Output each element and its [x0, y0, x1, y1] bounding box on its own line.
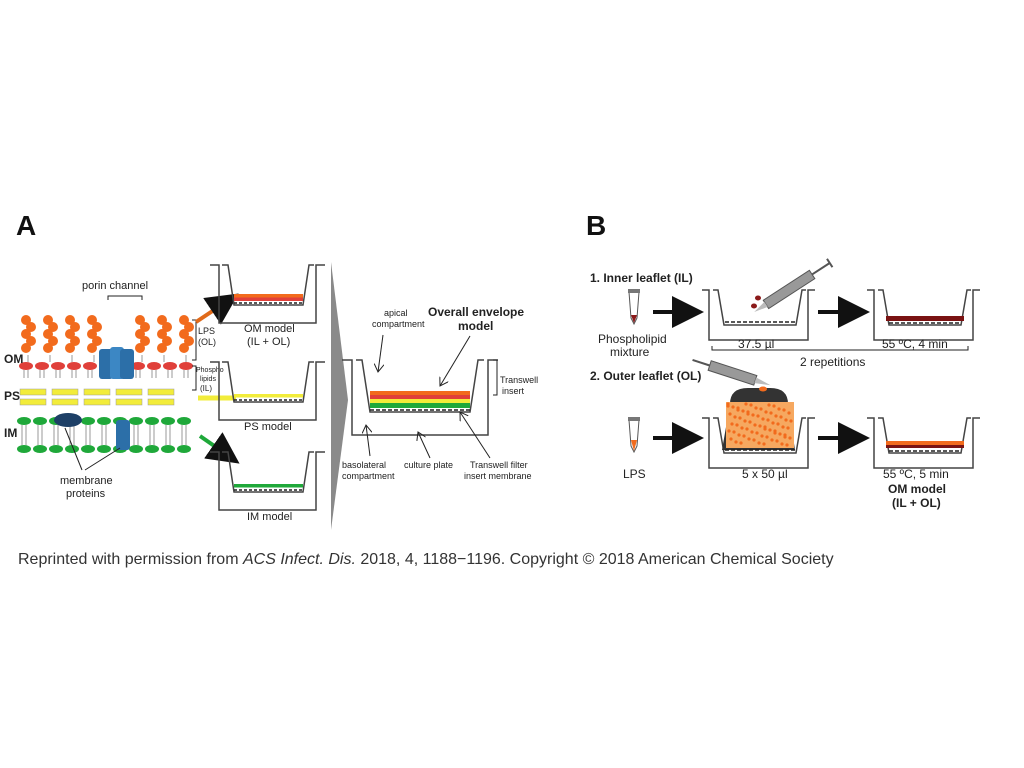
lps-label-1: LPS — [198, 326, 215, 336]
transwell-label-1: Transwell — [500, 375, 538, 385]
om-model-label-2: (IL + OL) — [247, 336, 290, 348]
step2-label: 2. Outer leaflet (OL) — [590, 369, 701, 383]
condition-1: 55 ºC, 4 min — [882, 337, 948, 351]
volume-2: 5 x 50 µl — [742, 467, 788, 481]
im-phospholipid-heads — [17, 417, 191, 453]
lps-molecules — [21, 315, 194, 362]
om-model-b-label-2: (IL + OL) — [892, 496, 941, 510]
porin-bracket — [107, 295, 143, 300]
om-model-b-label-1: OM model — [888, 482, 946, 496]
repetitions-label: 2 repetitions — [800, 355, 865, 369]
copyright-caption: Reprinted with permission from ACS Infec… — [18, 551, 834, 569]
phospho-label-3: (IL) — [200, 384, 212, 393]
apical-label-1: apical — [384, 308, 408, 318]
lps-tube-icon — [628, 417, 640, 454]
overall-label-1: Overall envelope — [428, 305, 524, 319]
ps-model-label: PS model — [244, 421, 292, 433]
ps-layer — [19, 388, 175, 406]
apical-label-2: compartment — [372, 319, 425, 329]
transwell-b2 — [867, 289, 980, 341]
condition-2: 55 ºC, 5 min — [883, 467, 949, 481]
phospho-label-1: Phospho — [196, 367, 224, 374]
im-model-label: IM model — [247, 511, 292, 523]
step1-label: 1. Inner leaflet (IL) — [590, 271, 693, 285]
phospholipid-tube-icon — [628, 289, 640, 326]
porin-label: porin channel — [82, 280, 148, 292]
lps-tube-label: LPS — [623, 467, 646, 481]
lps-speckles — [726, 402, 793, 447]
phospholipid-label-1: Phospholipid — [598, 332, 667, 346]
caption-journal: ACS Infect. Dis. — [242, 551, 356, 568]
om-label: OM — [4, 352, 23, 366]
im-arrow — [198, 432, 240, 464]
phospholipid-label-2: mixture — [610, 345, 650, 359]
om-arrow — [194, 293, 239, 325]
transwell-b3 — [702, 388, 815, 469]
pipette-icon-2 — [692, 358, 771, 386]
culture-plate-label: culture plate — [404, 460, 453, 470]
basolateral-label-1: basolateral — [342, 460, 386, 470]
transwell-label-2: insert — [502, 386, 525, 396]
volume-1: 37.5 µl — [738, 337, 774, 351]
panel-label-b: B — [586, 210, 607, 241]
panel-label-a: A — [16, 210, 37, 241]
im-label: IM — [4, 426, 17, 440]
ps-label: PS — [4, 389, 20, 403]
overall-transwell — [342, 359, 498, 436]
convergence-funnel — [331, 262, 348, 530]
caption-pre: Reprinted with permission from — [18, 551, 243, 568]
filter-label-2: insert membrane — [464, 471, 532, 481]
om-model-label-1: OM model — [244, 323, 295, 335]
membrane-schematic: porin channel OM PS IM membrane proteins… — [4, 280, 240, 500]
overall-label-2: model — [458, 319, 493, 333]
pipette-icon-1 — [754, 258, 834, 313]
filter-label-1: Transwell filter — [470, 460, 528, 470]
membrane-proteins-label-1: membrane — [60, 475, 113, 487]
lps-label-2: (OL) — [198, 337, 216, 347]
porin-channel-icon — [99, 347, 134, 379]
basolateral-label-2: compartment — [342, 471, 395, 481]
membrane-proteins-label-2: proteins — [66, 488, 106, 500]
membrane-protein-icon — [54, 413, 130, 471]
phospho-label-2: lipids — [200, 376, 216, 383]
caption-post: 2018, 4, 1188−1196. Copyright © 2018 Ame… — [355, 551, 834, 568]
transwell-b4 — [867, 417, 980, 469]
transwell-models — [210, 264, 325, 511]
transwell-b1 — [702, 289, 815, 341]
